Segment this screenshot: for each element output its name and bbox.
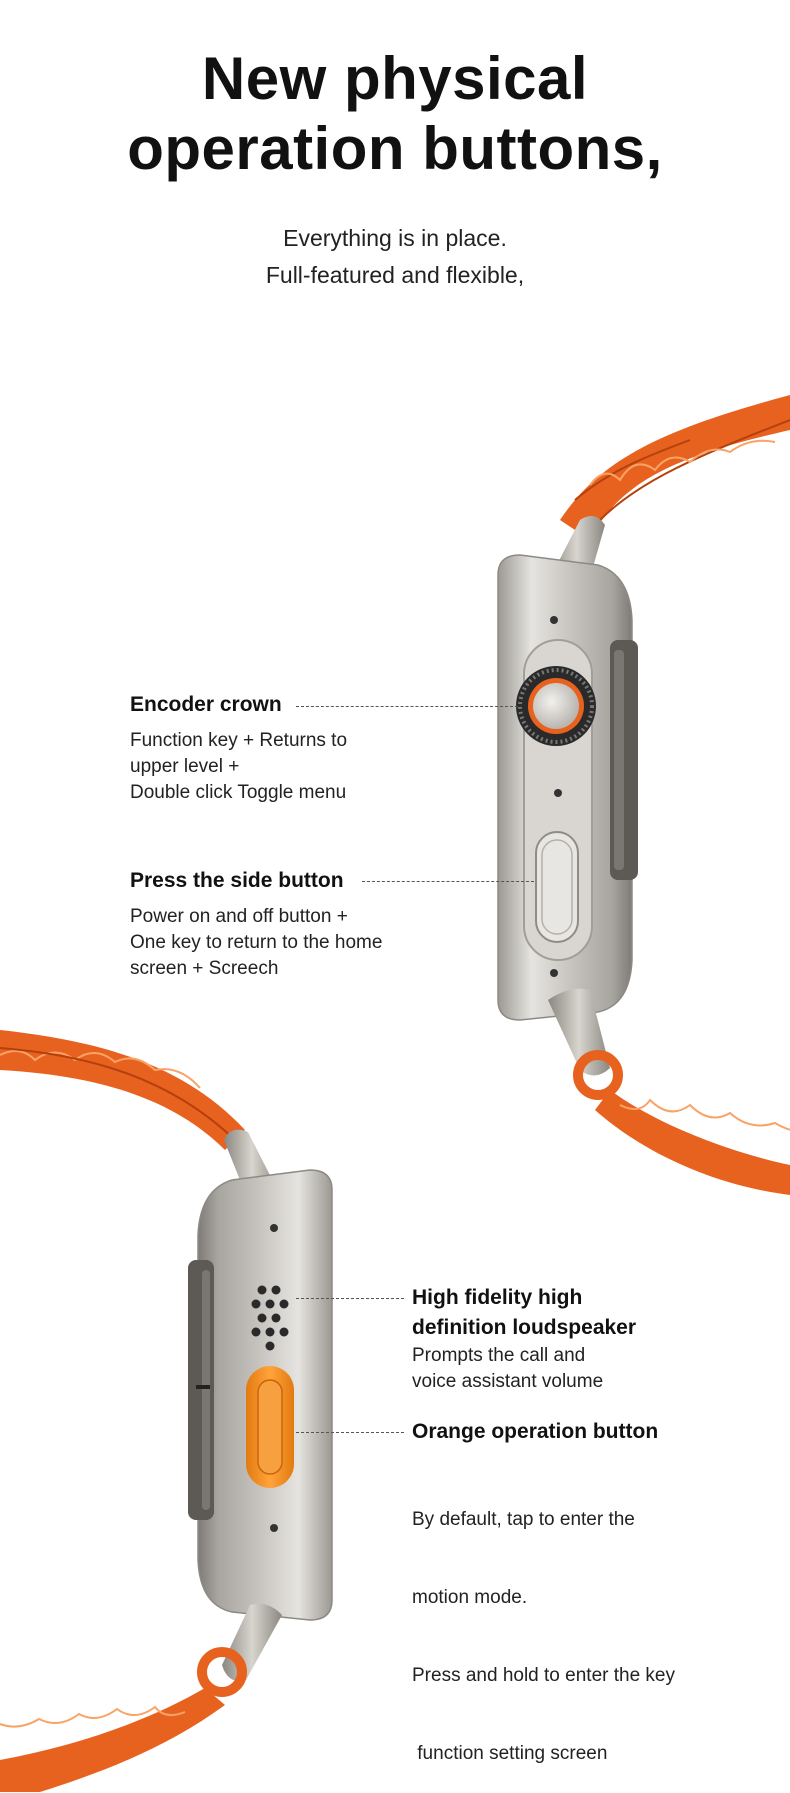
orange-button-desc-4: function setting screen — [412, 1743, 608, 1764]
encoder-crown-desc-3: Double click Toggle menu — [130, 782, 347, 803]
encoder-crown-label-text: Encoder crown — [130, 693, 282, 716]
loudspeaker-desc-1: Prompts the call and — [412, 1345, 586, 1366]
loudspeaker-grille — [251, 1285, 289, 1351]
title-line-1: New physical — [201, 45, 589, 112]
encoder-crown-description: Function key + Returns to upper level + … — [130, 728, 347, 806]
side-button — [535, 831, 579, 943]
strap-top-right — [560, 395, 790, 540]
loudspeaker-label-2: definition loudspeaker — [412, 1316, 637, 1339]
strap-bottom-right — [573, 1050, 790, 1195]
strap-bottom-left — [0, 1647, 247, 1792]
side-button-leader-line — [362, 881, 534, 882]
side-button-desc-2: One key to return to the home — [130, 932, 383, 953]
watch-2 — [0, 1030, 333, 1792]
orange-action-button — [246, 1366, 294, 1488]
side-button-desc-3: screen + Screech — [130, 958, 279, 979]
strap-top-left — [0, 1030, 245, 1150]
loudspeaker-leader-line — [296, 1298, 404, 1299]
orange-button-desc-2: motion mode. — [412, 1587, 528, 1608]
subtitle-line-2: Full-featured and flexible, — [265, 262, 525, 288]
orange-button-leader-line — [296, 1432, 404, 1433]
orange-button-description: By default, tap to enter the motion mode… — [412, 1455, 675, 1793]
orange-button-desc-1: By default, tap to enter the — [412, 1509, 635, 1530]
orange-button-desc-3: Press and hold to enter the key — [412, 1665, 675, 1686]
page-subtitle: Everything is in place. Full-featured an… — [0, 220, 790, 294]
encoder-crown-desc-2: upper level + — [130, 756, 240, 777]
encoder-crown-desc-1: Function key + Returns to — [130, 730, 348, 751]
loudspeaker-desc-2: voice assistant volume — [412, 1371, 604, 1392]
loudspeaker-description: Prompts the call and voice assistant vol… — [412, 1343, 603, 1395]
side-button-desc-1: Power on and off button + — [130, 906, 348, 927]
side-button-description: Power on and off button + One key to ret… — [130, 904, 382, 982]
loudspeaker-label-1: High fidelity high — [412, 1286, 583, 1309]
subtitle-line-1: Everything is in place. — [283, 225, 507, 251]
orange-button-label-text: Orange operation button — [412, 1420, 659, 1443]
orange-button-label: Orange operation button — [412, 1417, 658, 1447]
mic-hole — [550, 616, 558, 624]
side-button-label: Press the side button — [130, 866, 344, 896]
encoder-crown-label: Encoder crown — [130, 690, 282, 720]
page-title: New physical operation buttons, — [0, 44, 790, 184]
loudspeaker-label: High fidelity high definition loudspeake… — [412, 1283, 636, 1343]
title-line-2: operation buttons, — [127, 115, 663, 182]
encoder-crown — [516, 666, 596, 746]
watch-1 — [497, 395, 790, 1195]
side-button-label-text: Press the side button — [130, 869, 344, 892]
encoder-crown-leader-line — [296, 706, 518, 707]
